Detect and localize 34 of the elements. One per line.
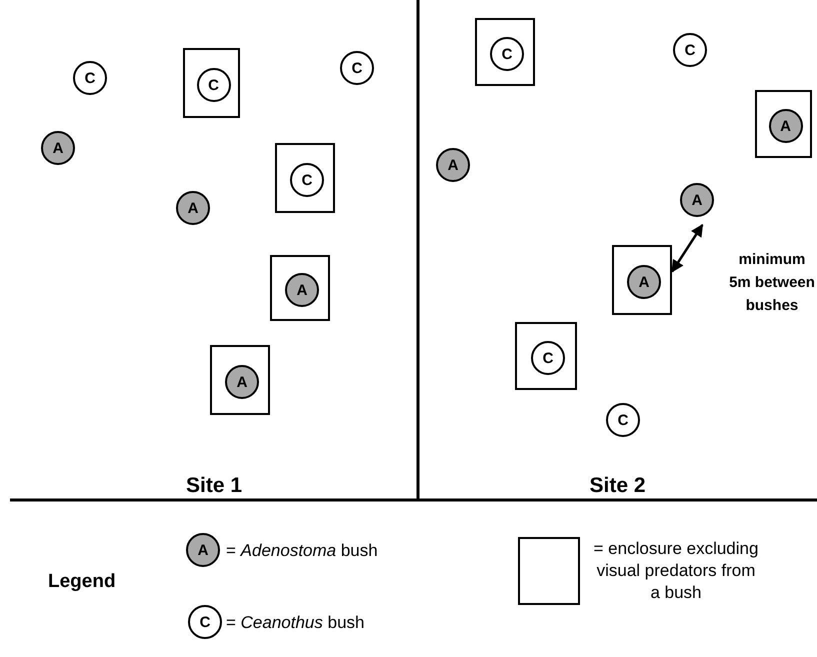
bush-circle: C <box>290 163 324 197</box>
bush-circle: C <box>606 403 640 437</box>
legend-text: = enclosure excluding visual predators from a bush <box>592 538 760 604</box>
legend-text: = Ceanothus bush <box>226 612 366 634</box>
bush-circle: A <box>680 183 714 217</box>
bush-circle: A <box>225 365 259 399</box>
enclosure-box <box>612 245 672 315</box>
bush-circle: A <box>768 109 802 143</box>
enclosure-box <box>475 18 535 86</box>
enclosure-box <box>275 143 335 213</box>
bush-circle: C <box>340 51 374 85</box>
legend-heading: Legend <box>48 571 116 593</box>
double-arrow <box>671 224 704 273</box>
bush-circle: A <box>627 265 661 299</box>
bush-circle: A <box>41 131 75 165</box>
legend-swatch: A <box>186 533 220 567</box>
bush-circle: C <box>73 61 107 95</box>
bush-circle: A <box>176 191 210 225</box>
bush-circle: C <box>673 33 707 67</box>
site-label: Site 2 <box>588 474 647 498</box>
bush-circle: C <box>531 341 565 375</box>
enclosure-box <box>755 90 812 158</box>
enclosure-box <box>270 255 330 321</box>
note-text: minimum 5m between bushes <box>728 250 816 316</box>
bush-circle: C <box>490 37 524 71</box>
enclosure-box <box>210 345 270 415</box>
bush-circle: A <box>285 273 319 307</box>
bush-circle: C <box>196 68 230 102</box>
bush-circle: A <box>436 148 470 182</box>
enclosure-box <box>183 48 240 118</box>
legend-text: = Adenostoma bush <box>226 540 379 562</box>
legend-swatch: C <box>188 605 222 639</box>
enclosure-box <box>515 322 577 390</box>
site-label: Site 1 <box>184 474 244 498</box>
